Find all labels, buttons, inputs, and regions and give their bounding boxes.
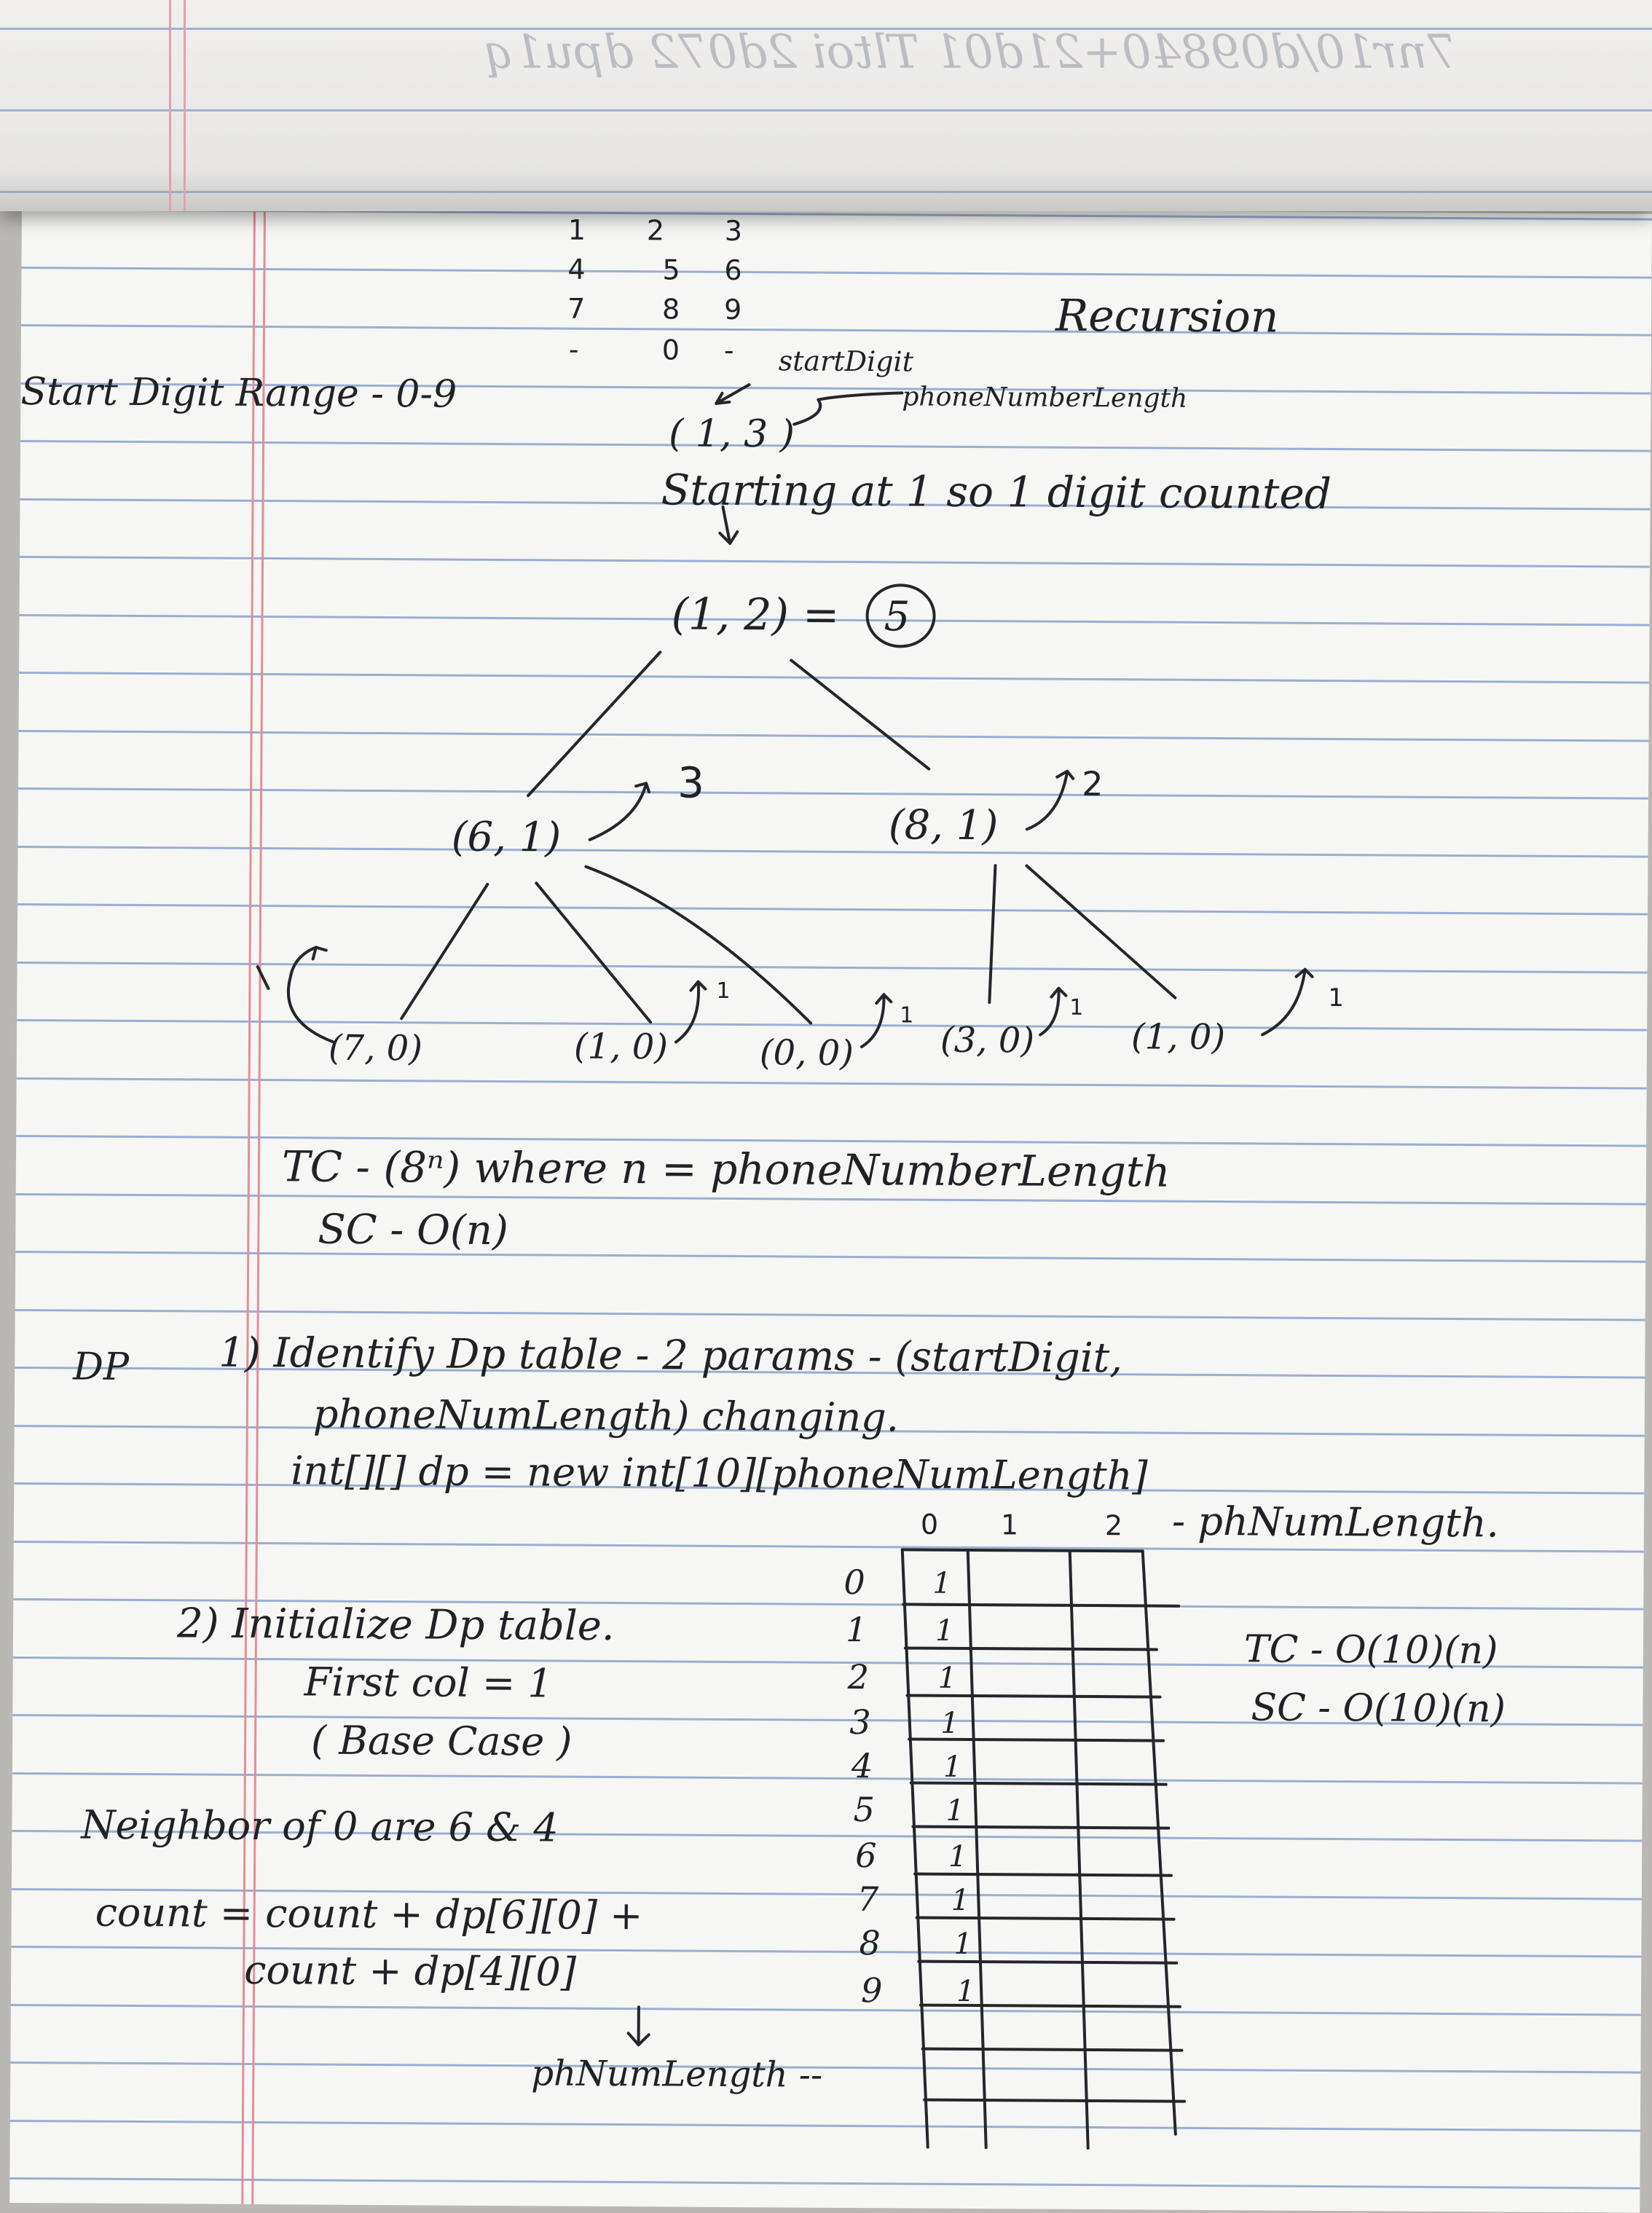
bleed-through-text: 7nr10/d09840+21d01 Tltoi 2d072 dpu1q [484, 25, 1457, 79]
return-arrow [1261, 967, 1314, 1037]
notebook-page: 1 2 3 4 5 6 7 8 9 - 0 - Recursion Start … [9, 204, 1652, 2213]
return-arrow [860, 993, 893, 1049]
tree-edge [988, 864, 997, 1005]
return-arrow [674, 980, 707, 1044]
tree-edge [400, 882, 489, 1021]
return-arrow [286, 946, 335, 1044]
phone-length-arrow [792, 391, 904, 426]
tree-edge [584, 865, 813, 1025]
tree-edge [790, 659, 931, 771]
return-arrow [1025, 769, 1075, 831]
return-arrow [588, 782, 651, 841]
dp-table-grid [900, 1548, 1187, 2150]
start-digit-arrow [715, 383, 751, 405]
down-arrow [626, 2005, 650, 2047]
tree-edge [527, 650, 662, 798]
ink-drawing [256, 383, 1314, 2150]
return-arrow [1039, 986, 1068, 1037]
previous-page: 7nr10/d09840+21d01 Tltoi 2d072 dpu1q [0, 0, 1652, 211]
tree-edge [1025, 864, 1177, 999]
tree-edge [535, 881, 653, 1024]
result-circle [865, 583, 936, 648]
down-arrow [718, 505, 739, 545]
